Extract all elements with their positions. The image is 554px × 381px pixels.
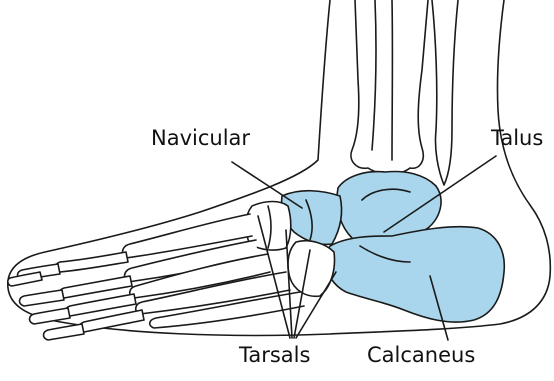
navicular-label: Navicular	[151, 128, 250, 149]
fibula-bone	[432, 0, 458, 185]
calcaneus-label: Calcaneus	[367, 345, 475, 366]
tibia-bone	[351, 0, 428, 174]
cuboid-bone	[288, 241, 334, 297]
tarsals-label: Tarsals	[239, 345, 310, 366]
phalanges	[8, 252, 144, 340]
talus-label: Talus	[491, 128, 543, 149]
calcaneus-bone	[326, 227, 504, 322]
